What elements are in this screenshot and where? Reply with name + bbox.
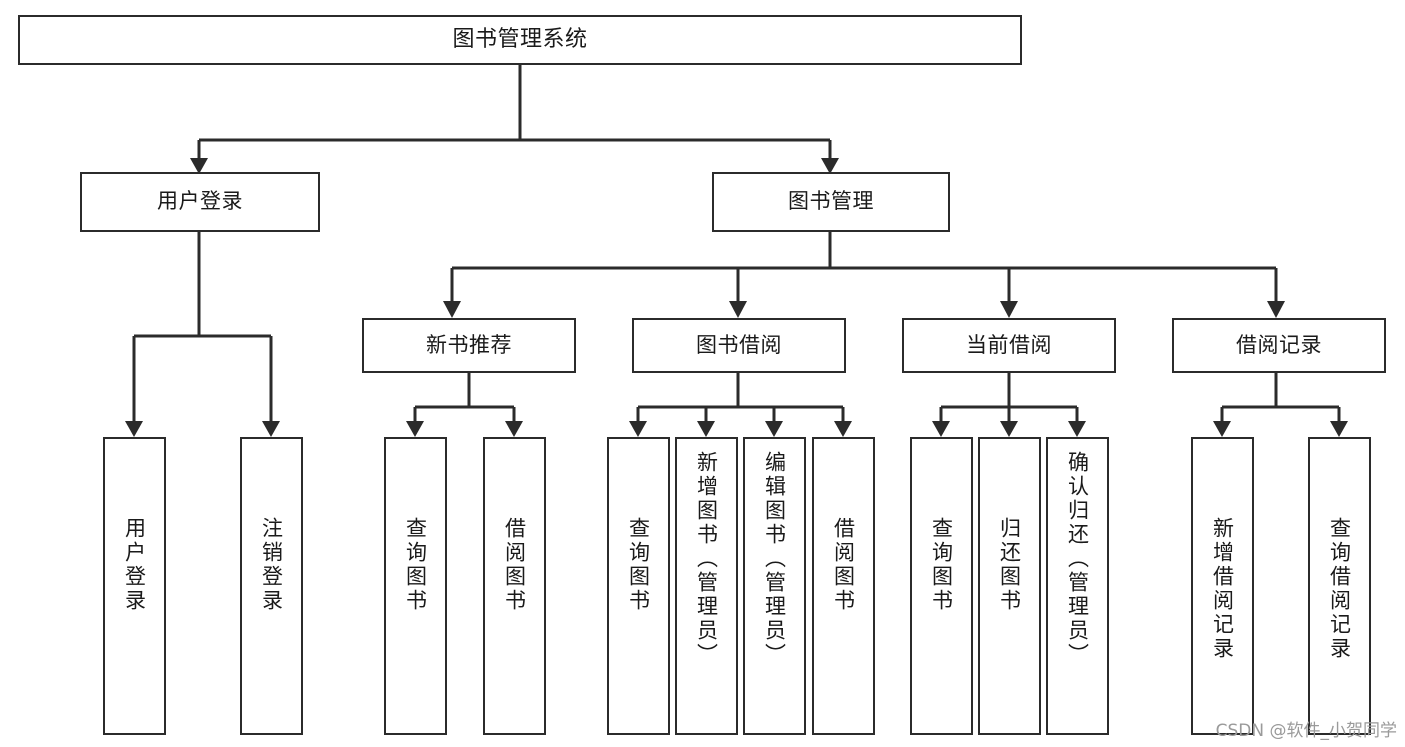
arrow-borrow-record <box>1267 301 1285 318</box>
arrow-leaf-query-book-3 <box>932 421 950 437</box>
node-root[interactable]: 图书管理系统 <box>18 15 1022 65</box>
arrow-book-borrow <box>729 301 747 318</box>
node-current-borrow[interactable]: 当前借阅 <box>902 318 1116 373</box>
node-new-book-recommend[interactable]: 新书推荐 <box>362 318 576 373</box>
leaf-add-book-label: 新增图书（管理员） <box>694 451 719 667</box>
arrow-leaf-logout-login <box>262 421 280 437</box>
leaf-confirm-return-label: 确认归还（管理员） <box>1065 451 1090 667</box>
node-book-manage[interactable]: 图书管理 <box>712 172 950 232</box>
leaf-return-book-label: 归还图书 <box>997 517 1022 613</box>
leaf-query-book-3-label: 查询图书 <box>929 517 954 613</box>
arrow-leaf-query-book-1 <box>406 421 424 437</box>
leaf-borrow-book-2[interactable]: 借阅图书 <box>812 437 875 735</box>
leaf-borrow-book-2-label: 借阅图书 <box>831 517 856 613</box>
leaf-user-login-label: 用户登录 <box>122 517 147 613</box>
watermark-text: CSDN @软件_小贺同学 <box>1215 721 1397 741</box>
leaf-query-record[interactable]: 查询借阅记录 <box>1308 437 1371 735</box>
leaf-query-book-1-label: 查询图书 <box>403 517 428 613</box>
arrow-leaf-add-record <box>1213 421 1231 437</box>
leaf-query-book-1[interactable]: 查询图书 <box>384 437 447 735</box>
leaf-logout-login-label: 注销登录 <box>259 517 284 613</box>
leaf-edit-book-label: 编辑图书（管理员） <box>762 451 787 667</box>
node-borrow-record-label: 借阅记录 <box>1236 332 1322 357</box>
leaf-query-book-2-label: 查询图书 <box>626 517 651 613</box>
leaf-add-record[interactable]: 新增借阅记录 <box>1191 437 1254 735</box>
arrow-leaf-return-book <box>1000 421 1018 437</box>
leaf-query-record-label: 查询借阅记录 <box>1327 517 1352 661</box>
node-user-login[interactable]: 用户登录 <box>80 172 320 232</box>
node-user-login-label: 用户登录 <box>157 189 243 214</box>
node-book-borrow-label: 图书借阅 <box>696 332 782 357</box>
arrow-leaf-user-login <box>125 421 143 437</box>
leaf-borrow-book-1-label: 借阅图书 <box>502 517 527 613</box>
leaf-user-login[interactable]: 用户登录 <box>103 437 166 735</box>
leaf-query-book-3[interactable]: 查询图书 <box>910 437 973 735</box>
node-borrow-record[interactable]: 借阅记录 <box>1172 318 1386 373</box>
node-root-label: 图书管理系统 <box>452 26 588 52</box>
arrow-leaf-edit-book <box>765 421 783 437</box>
leaf-return-book[interactable]: 归还图书 <box>978 437 1041 735</box>
node-current-borrow-label: 当前借阅 <box>966 332 1052 357</box>
node-new-book-recommend-label: 新书推荐 <box>426 332 512 357</box>
node-book-manage-label: 图书管理 <box>788 189 874 214</box>
arrow-leaf-query-record <box>1330 421 1348 437</box>
node-book-borrow[interactable]: 图书借阅 <box>632 318 846 373</box>
leaf-logout-login[interactable]: 注销登录 <box>240 437 303 735</box>
arrow-leaf-borrow-book-1 <box>505 421 523 437</box>
leaf-confirm-return[interactable]: 确认归还（管理员） <box>1046 437 1109 735</box>
arrow-leaf-add-book <box>697 421 715 437</box>
leaf-add-book[interactable]: 新增图书（管理员） <box>675 437 738 735</box>
leaf-query-book-2[interactable]: 查询图书 <box>607 437 670 735</box>
leaf-add-record-label: 新增借阅记录 <box>1210 517 1235 661</box>
arrow-new-book-recommend <box>443 301 461 318</box>
arrow-leaf-query-book-2 <box>629 421 647 437</box>
arrow-leaf-borrow-book-2 <box>834 421 852 437</box>
leaf-edit-book[interactable]: 编辑图书（管理员） <box>743 437 806 735</box>
arrow-leaf-confirm-return <box>1068 421 1086 437</box>
leaf-borrow-book-1[interactable]: 借阅图书 <box>483 437 546 735</box>
arrow-current-borrow <box>1000 301 1018 318</box>
